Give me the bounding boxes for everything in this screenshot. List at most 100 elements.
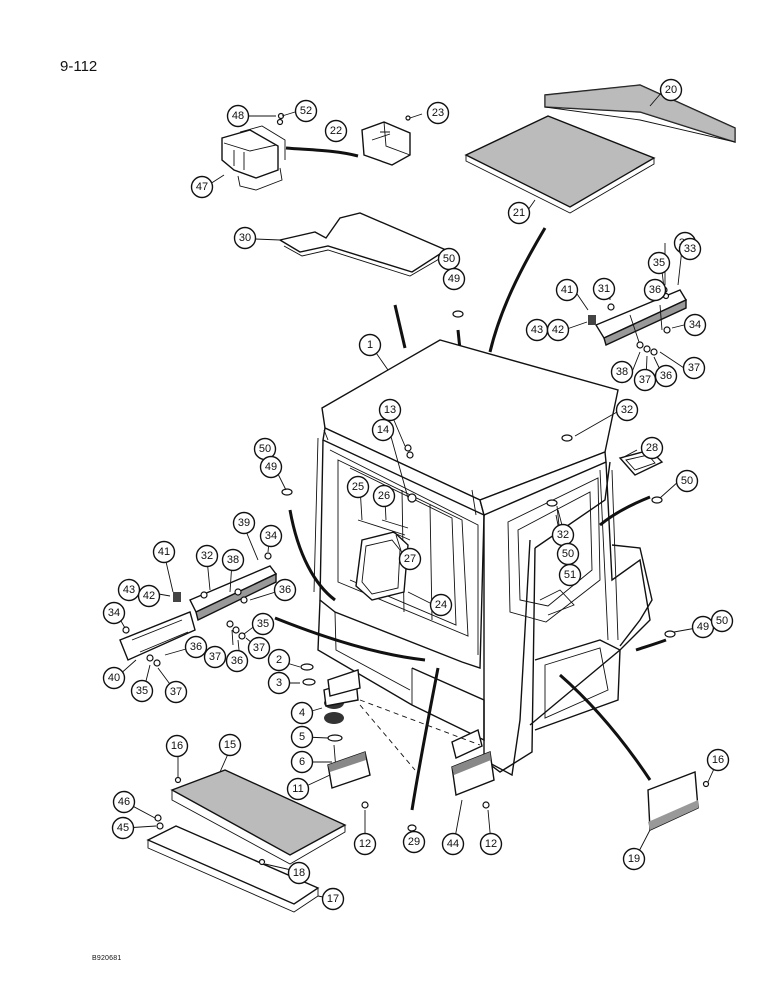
callout-45: 45 bbox=[111, 816, 135, 840]
svg-text:15: 15 bbox=[224, 739, 236, 751]
callout-17: 17 bbox=[321, 887, 345, 911]
svg-text:50: 50 bbox=[562, 548, 574, 560]
callout-42: 42 bbox=[546, 318, 570, 342]
svg-text:35: 35 bbox=[257, 618, 269, 630]
svg-text:16: 16 bbox=[171, 740, 183, 752]
svg-text:36: 36 bbox=[660, 370, 672, 382]
svg-text:34: 34 bbox=[265, 530, 277, 542]
callout-33: 33 bbox=[678, 237, 702, 261]
svg-text:46: 46 bbox=[118, 796, 130, 808]
callout-40: 40 bbox=[102, 666, 126, 690]
svg-text:22: 22 bbox=[330, 125, 342, 137]
callout-1: 1 bbox=[358, 333, 382, 357]
bracket-44 bbox=[451, 751, 495, 796]
callout-12: 12 bbox=[479, 832, 503, 856]
callout-16: 16 bbox=[706, 748, 730, 772]
callout-13: 13 bbox=[378, 398, 402, 422]
svg-text:37: 37 bbox=[688, 362, 700, 374]
page-number: 9-112 bbox=[60, 58, 98, 75]
svg-text:14: 14 bbox=[377, 424, 389, 436]
callout-44: 44 bbox=[441, 832, 465, 856]
svg-text:51: 51 bbox=[564, 569, 576, 581]
svg-text:27: 27 bbox=[404, 553, 416, 565]
callout-4: 4 bbox=[290, 701, 314, 725]
hardware-bits bbox=[281, 310, 676, 638]
svg-text:49: 49 bbox=[265, 461, 277, 473]
callout-30: 30 bbox=[233, 226, 257, 250]
svg-text:17: 17 bbox=[327, 893, 339, 905]
drawing-code: B920681 bbox=[92, 955, 122, 962]
callout-26: 26 bbox=[372, 484, 396, 508]
svg-text:42: 42 bbox=[143, 590, 155, 602]
callout-32: 32 bbox=[195, 544, 219, 568]
leader-console-bracket bbox=[285, 146, 359, 158]
floor-panel-17 bbox=[146, 825, 320, 913]
svg-text:47: 47 bbox=[196, 181, 208, 193]
svg-text:5: 5 bbox=[299, 731, 305, 743]
callout-50: 50 bbox=[675, 469, 699, 493]
callout-37: 37 bbox=[164, 680, 188, 704]
callout-35: 35 bbox=[251, 612, 275, 636]
svg-text:37: 37 bbox=[639, 374, 651, 386]
callout-49: 49 bbox=[259, 455, 283, 479]
callout-16: 16 bbox=[165, 734, 189, 758]
callout-36: 36 bbox=[654, 364, 678, 388]
svg-text:50: 50 bbox=[681, 475, 693, 487]
svg-text:42: 42 bbox=[552, 324, 564, 336]
svg-text:18: 18 bbox=[293, 867, 305, 879]
callout-51: 51 bbox=[558, 563, 582, 587]
svg-text:43: 43 bbox=[123, 584, 135, 596]
svg-text:45: 45 bbox=[117, 822, 129, 834]
svg-text:52: 52 bbox=[300, 105, 312, 117]
svg-text:49: 49 bbox=[448, 273, 460, 285]
svg-text:23: 23 bbox=[432, 107, 444, 119]
svg-text:49: 49 bbox=[697, 621, 709, 633]
callout-52: 52 bbox=[294, 99, 318, 123]
svg-text:35: 35 bbox=[653, 257, 665, 269]
svg-text:6: 6 bbox=[299, 756, 305, 768]
svg-text:28: 28 bbox=[646, 442, 658, 454]
roof-panel-20 bbox=[544, 84, 736, 143]
callout-36: 36 bbox=[225, 649, 249, 673]
callout-3: 3 bbox=[267, 671, 291, 695]
roof-liner-21 bbox=[464, 115, 656, 214]
floor-panel-15 bbox=[170, 769, 347, 865]
bracket-right bbox=[327, 669, 483, 759]
svg-text:38: 38 bbox=[227, 554, 239, 566]
svg-text:40: 40 bbox=[108, 672, 120, 684]
callout-50: 50 bbox=[437, 247, 461, 271]
svg-text:50: 50 bbox=[716, 615, 728, 627]
callout-43: 43 bbox=[525, 318, 549, 342]
console-47 bbox=[221, 125, 286, 191]
callout-35: 35 bbox=[130, 679, 154, 703]
svg-text:13: 13 bbox=[384, 404, 396, 416]
svg-text:43: 43 bbox=[531, 324, 543, 336]
callout-35: 35 bbox=[647, 251, 671, 275]
callout-24: 24 bbox=[429, 593, 453, 617]
callout-48: 48 bbox=[226, 104, 250, 128]
callout-31: 31 bbox=[592, 277, 616, 301]
svg-text:39: 39 bbox=[238, 517, 250, 529]
callout-41: 41 bbox=[555, 278, 579, 302]
callout-41: 41 bbox=[152, 540, 176, 564]
callout-32: 32 bbox=[615, 398, 639, 422]
svg-text:32: 32 bbox=[557, 529, 569, 541]
callout-47: 47 bbox=[190, 175, 214, 199]
callout-14: 14 bbox=[371, 418, 395, 442]
svg-text:36: 36 bbox=[190, 641, 202, 653]
svg-text:19: 19 bbox=[628, 853, 640, 865]
side-panel-19 bbox=[647, 771, 699, 832]
callout-36: 36 bbox=[273, 578, 297, 602]
callout-29: 29 bbox=[402, 830, 426, 854]
callout-5: 5 bbox=[290, 725, 314, 749]
callout-20: 20 bbox=[659, 78, 683, 102]
callout-36: 36 bbox=[643, 278, 667, 302]
svg-text:36: 36 bbox=[279, 584, 291, 596]
callout-27: 27 bbox=[398, 547, 422, 571]
bracket-22 bbox=[361, 121, 411, 166]
callout-42: 42 bbox=[137, 584, 161, 608]
svg-text:24: 24 bbox=[435, 599, 447, 611]
svg-text:41: 41 bbox=[561, 284, 573, 296]
callout-28: 28 bbox=[640, 436, 664, 460]
